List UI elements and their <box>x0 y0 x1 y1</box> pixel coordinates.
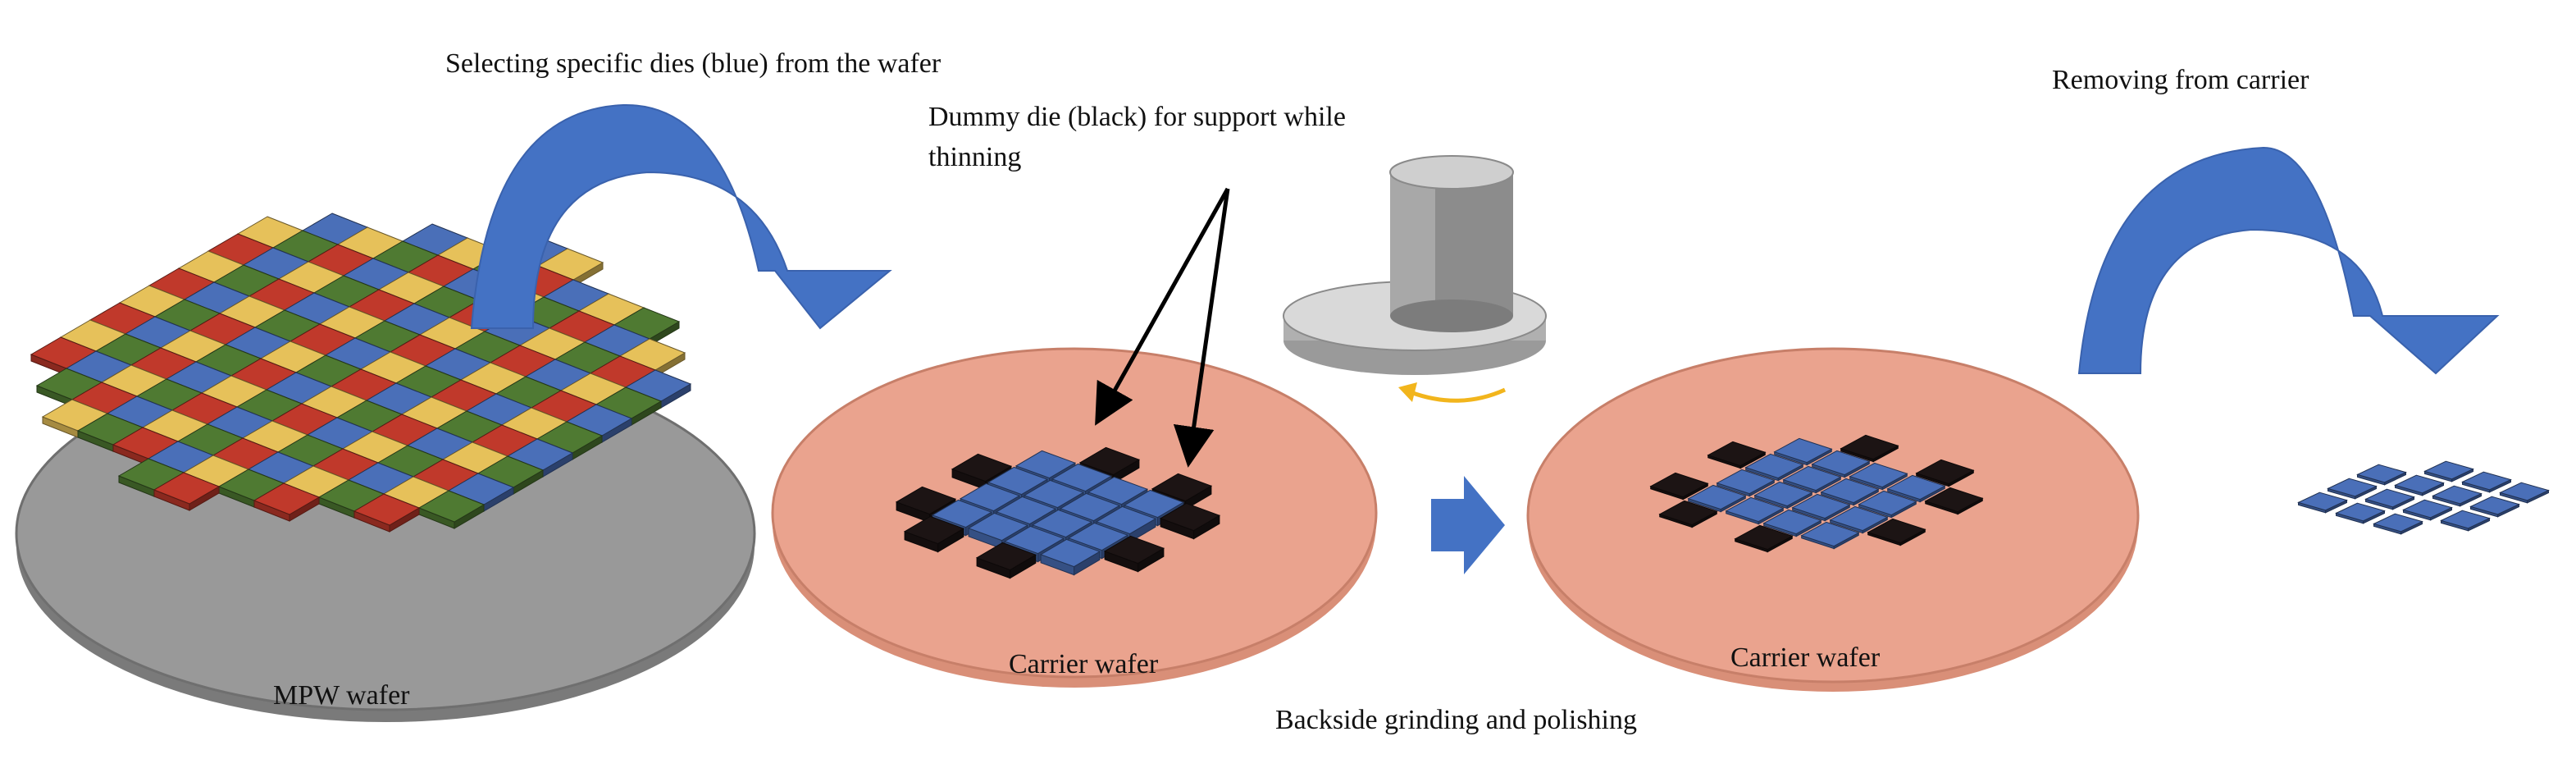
carrier2-blue-die <box>1849 462 1908 491</box>
select-dies-label: Selecting specific dies (blue) from the … <box>445 48 941 79</box>
rotation-arrow-icon <box>1410 387 1507 403</box>
carrier2-dummy-die <box>1924 487 1984 515</box>
removed-blue-die <box>2364 488 2415 510</box>
carrier2-blue-die <box>1687 484 1747 513</box>
curved-arrow-icon <box>2077 146 2500 375</box>
mpw-die <box>417 490 486 529</box>
carrier2-dummy-die <box>1658 500 1718 528</box>
carrier2-dummy-die <box>1915 459 1975 487</box>
carrier2-blue-die <box>1820 478 1880 506</box>
removed-blue-die <box>2499 482 2550 504</box>
carrier2-blue-die <box>1716 469 1776 497</box>
carrier2-blue-die <box>1886 474 1946 503</box>
mpw-die <box>353 493 421 533</box>
carrier-wafer-2-label: Carrier wafer <box>1730 642 1881 673</box>
carrier-wafer-2 <box>1526 347 2140 692</box>
rotation-arrowhead <box>1398 382 1417 402</box>
carrier1-dummy-die <box>895 486 957 524</box>
mpw-wafer-label: MPW wafer <box>273 680 410 711</box>
pointer-arrow-icon <box>1095 187 1230 426</box>
mpw-wafer <box>15 213 756 722</box>
removed-blue-die <box>2469 496 2520 518</box>
carrier1-dummy-die <box>1103 535 1165 573</box>
removed-die-grid <box>2297 460 2550 535</box>
carrier2-dummy-die <box>1734 524 1794 553</box>
removed-blue-die <box>2440 510 2491 532</box>
carrier-wafer-1-label: Carrier wafer <box>1009 649 1159 679</box>
removed-blue-die <box>2335 502 2386 524</box>
carrier2-die-grid <box>1649 434 1984 553</box>
grinding-label: Backside grinding and polishing <box>1275 705 1637 735</box>
pointer-arrow-icon <box>1173 188 1230 468</box>
mpw-die <box>153 472 221 511</box>
carrier2-blue-die <box>1762 509 1822 537</box>
removed-blue-die <box>2373 513 2423 535</box>
carrier2-dummy-die <box>1707 441 1767 469</box>
carrier1-dummy-die <box>975 542 1037 579</box>
carrier1-blue-die <box>1039 538 1101 576</box>
carrier2-dummy-die <box>1649 472 1709 501</box>
carrier2-blue-die <box>1782 465 1842 494</box>
dummy-die-label-line2: thinning <box>928 142 1021 172</box>
carrier1-dummy-die <box>903 515 965 553</box>
carrier1-dummy-die <box>1159 502 1221 540</box>
carrier2-blue-die <box>1811 450 1871 478</box>
carrier-wafer-1 <box>771 347 1378 688</box>
dummy-die-label-line1: Dummy die (black) for support while <box>928 102 1346 132</box>
right-arrow-icon <box>1431 476 1505 574</box>
carrier2-blue-die <box>1773 437 1833 466</box>
removed-blue-die <box>2461 471 2512 493</box>
carrier2-blue-die <box>1858 490 1917 519</box>
curved-arrow-icon <box>470 103 892 330</box>
carrier2-blue-die <box>1744 453 1804 482</box>
mpw-die <box>253 482 321 522</box>
removed-blue-die <box>2394 474 2445 496</box>
removed-blue-die <box>2423 460 2474 482</box>
carrier2-blue-die <box>1800 521 1860 550</box>
removed-blue-die <box>2297 492 2348 514</box>
removed-blue-die <box>2432 485 2483 507</box>
grinding-wheel-icon <box>1283 155 1547 375</box>
removed-blue-die <box>2327 478 2378 500</box>
carrier2-dummy-die <box>1840 434 1899 463</box>
carrier1-die-grid <box>895 446 1221 579</box>
carrier2-blue-die <box>1791 493 1851 522</box>
carrier2-blue-die <box>1753 481 1813 510</box>
carrier2-blue-die <box>1829 505 1889 534</box>
carrier2-dummy-die <box>1867 518 1926 546</box>
removing-label: Removing from carrier <box>2052 65 2309 95</box>
removed-blue-die <box>2402 499 2453 521</box>
carrier2-blue-die <box>1725 496 1785 525</box>
removed-blue-die <box>2356 464 2407 486</box>
